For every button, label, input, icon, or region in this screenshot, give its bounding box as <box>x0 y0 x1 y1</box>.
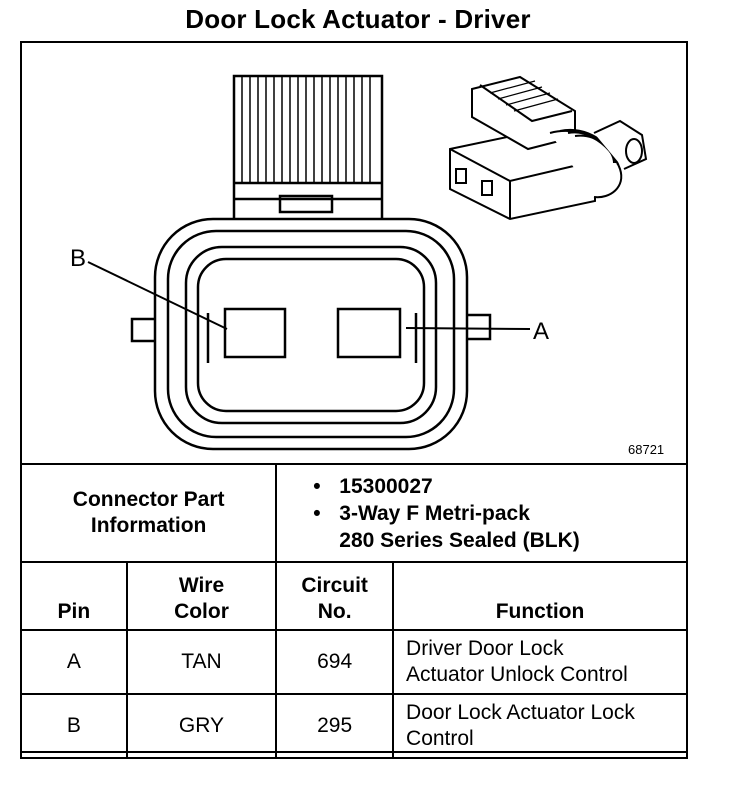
table-header-row: Pin Wire Color Circuit No. Function <box>20 561 688 631</box>
cavity-a <box>336 307 402 359</box>
function-cell: Driver Door Lock Actuator Unlock Control <box>392 629 688 695</box>
left-ear <box>130 317 157 343</box>
connector-info-row: Connector Part Information • 15300027 • … <box>19 463 688 563</box>
connector-description-line2: 280 Series Sealed (BLK) <box>339 528 580 552</box>
connector-illustration: B A <box>70 74 648 451</box>
connector-face-view <box>130 74 492 451</box>
callout-a-label: A <box>533 318 549 345</box>
housing-outer <box>153 217 469 451</box>
right-ear <box>465 313 492 341</box>
wire-color-cell: TAN <box>125 629 278 695</box>
part-number-item: • 15300027 <box>313 474 433 498</box>
header-pin: Pin <box>20 561 128 631</box>
table-row: B GRY 295 Door Lock Actuator Lock Contro… <box>20 693 688 759</box>
connector-info-details: • 15300027 • 3-Way F Metri-pack 280 Seri… <box>275 463 688 563</box>
connector-info-label: Connector Part Information <box>19 463 278 563</box>
figure-number: 68721 <box>628 442 665 457</box>
wire-color-cell: GRY <box>125 693 278 759</box>
pin-cell: B <box>20 693 128 759</box>
leader-b <box>87 261 228 330</box>
connector-description-line1: 3-Way F Metri-pack <box>339 501 530 525</box>
callout-leaders <box>87 261 531 330</box>
cavity-b <box>223 307 287 359</box>
header-wire-color: Wire Color <box>125 561 278 631</box>
diagram-title: Door Lock Actuator - Driver <box>185 4 531 34</box>
header-circuit-no: Circuit No. <box>275 561 395 631</box>
circuit-cell: 694 <box>275 629 395 695</box>
pin-cell: A <box>20 629 128 695</box>
circuit-cell: 295 <box>275 693 395 759</box>
table-row: A TAN 694 Driver Door Lock Actuator Unlo… <box>20 629 688 695</box>
connector-table: Connector Part Information • 15300027 • … <box>19 463 688 759</box>
connector-isometric-view <box>449 75 648 221</box>
leader-a <box>405 327 531 330</box>
header-function: Function <box>392 561 688 631</box>
locking-tab <box>232 74 384 230</box>
callout-b-label: B <box>70 245 86 272</box>
connector-description-item: • 3-Way F Metri-pack <box>313 501 530 525</box>
function-cell: Door Lock Actuator Lock Control <box>392 693 688 759</box>
part-number: 15300027 <box>339 474 433 498</box>
